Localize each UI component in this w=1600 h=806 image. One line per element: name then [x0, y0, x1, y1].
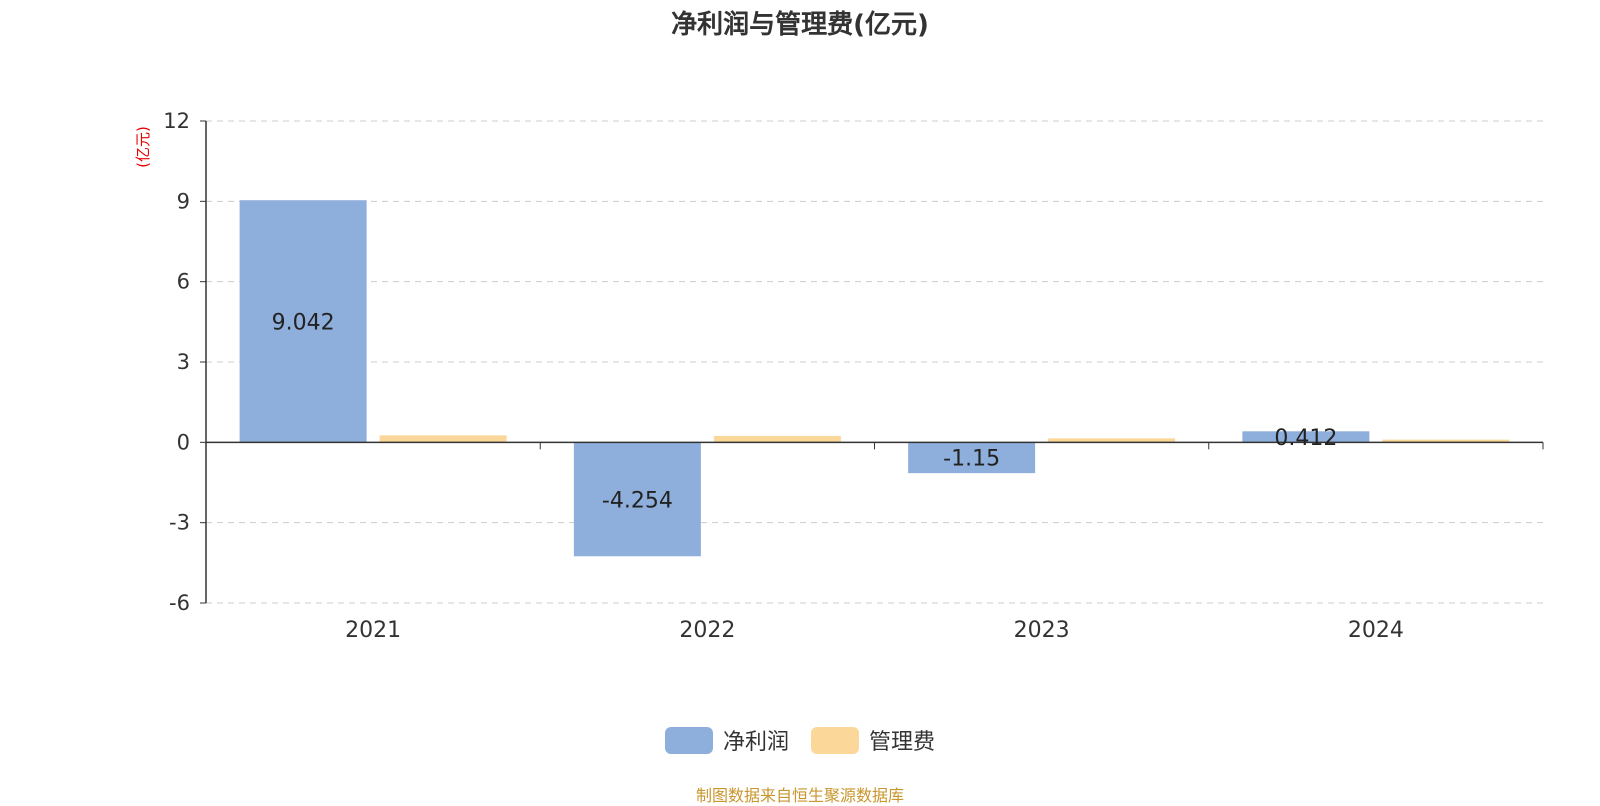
x-tick-label: 2021: [345, 618, 401, 643]
legend-label-net-profit: 净利润: [722, 730, 789, 755]
data-source-note: 制图数据来自恒生聚源数据库: [695, 786, 904, 805]
bar-value-label: -4.254: [602, 488, 673, 513]
bar-chart: -6 -3 0 3 6 9 12 (亿元) 2021 2022 2023 2024 9.042 -4.2…: [134, 109, 1544, 643]
bar-net-profit: [573, 442, 701, 557]
bar-net-profit: [908, 442, 1036, 474]
legend-label-management-fee: 管理费: [869, 730, 936, 755]
bar-management-fee: [713, 435, 841, 443]
bar-management-fee: [379, 435, 507, 443]
legend-item-net-profit[interactable]: 净利润: [664, 724, 789, 756]
bar-value-label: 9.042: [272, 310, 335, 335]
y-tick-label: 0: [177, 430, 190, 454]
y-tick-label: -3: [169, 511, 190, 535]
legend: 净利润 管理费: [0, 724, 1600, 756]
legend-swatch-management-fee: [811, 726, 859, 754]
bar-value-label: 0.412: [1274, 426, 1337, 451]
bar-value-label: -1.15: [943, 447, 1000, 472]
chart-title: 净利润与管理费(亿元): [671, 10, 929, 40]
x-tick-label: 2023: [1014, 618, 1070, 643]
bar-management-fee: [1382, 439, 1510, 443]
y-tick-label: 6: [177, 270, 190, 294]
y-tick-label: 12: [163, 109, 190, 133]
bar-net-profit: [239, 200, 367, 443]
y-tick-label: -6: [169, 591, 190, 615]
x-tick-label: 2022: [679, 618, 735, 643]
legend-swatch-net-profit: [664, 726, 713, 754]
y-tick-label: 3: [177, 350, 190, 374]
legend-item-management-fee[interactable]: 管理费: [811, 724, 935, 756]
y-axis-unit-label: (亿元): [134, 126, 152, 168]
x-tick-label: 2024: [1348, 618, 1404, 643]
bar-management-fee: [1048, 438, 1176, 443]
bar-net-profit: [1242, 431, 1370, 443]
y-tick-label: 9: [177, 189, 190, 213]
